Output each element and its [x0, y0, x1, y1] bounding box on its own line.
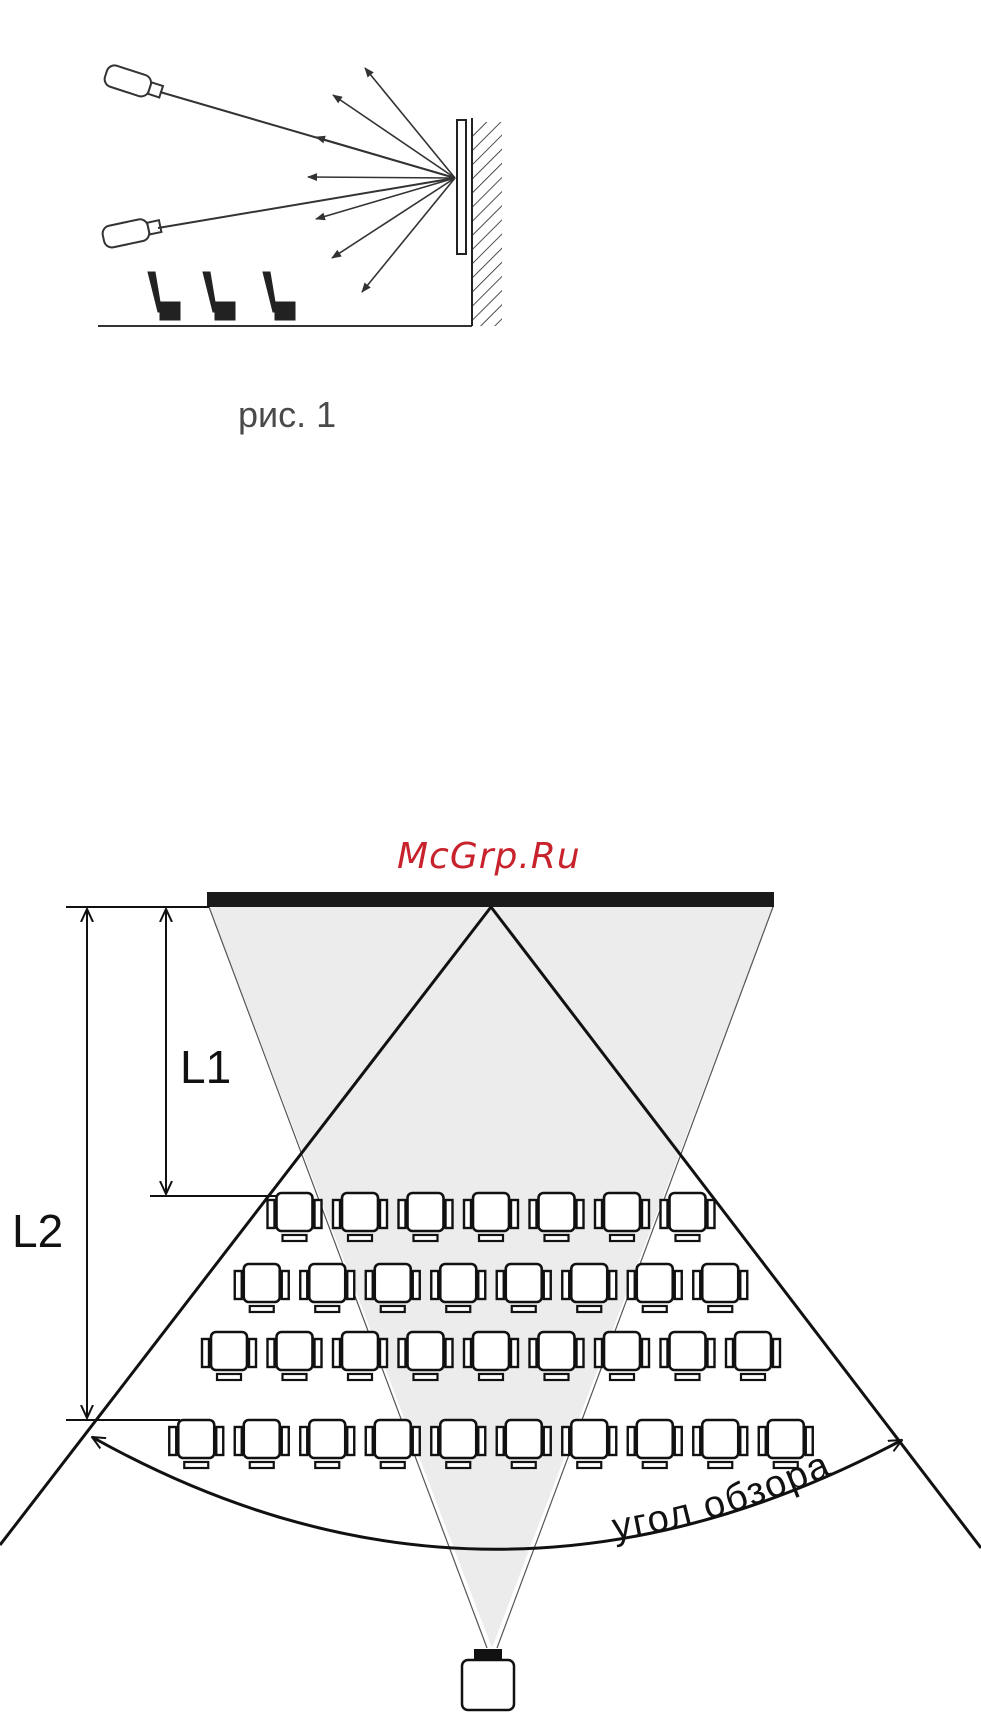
label-l2: L2	[12, 1204, 63, 1258]
seat-icon	[333, 1332, 387, 1380]
projection-screen	[207, 892, 774, 907]
seat-icon	[628, 1264, 682, 1312]
seat-icon	[235, 1264, 289, 1312]
seat-icon	[726, 1332, 780, 1380]
projector-icon	[462, 1660, 514, 1710]
seat-icon	[562, 1420, 616, 1468]
seat-icon	[300, 1420, 354, 1468]
seat-icon	[202, 1332, 256, 1380]
seat-icon	[693, 1420, 747, 1468]
seat-icon	[595, 1332, 649, 1380]
seat-icon	[268, 1193, 322, 1241]
projector-lens-icon	[474, 1649, 502, 1660]
seat-icon	[661, 1193, 715, 1241]
seat-icon	[693, 1264, 747, 1312]
seat-icon	[235, 1420, 289, 1468]
seat-icon	[366, 1420, 420, 1468]
seat-icon	[300, 1264, 354, 1312]
label-l1: L1	[180, 1040, 231, 1094]
projection-beam-area	[209, 907, 773, 1648]
seat-icon	[268, 1332, 322, 1380]
seat-icon	[628, 1420, 682, 1468]
seat-icon	[169, 1420, 223, 1468]
seat-icon	[661, 1332, 715, 1380]
